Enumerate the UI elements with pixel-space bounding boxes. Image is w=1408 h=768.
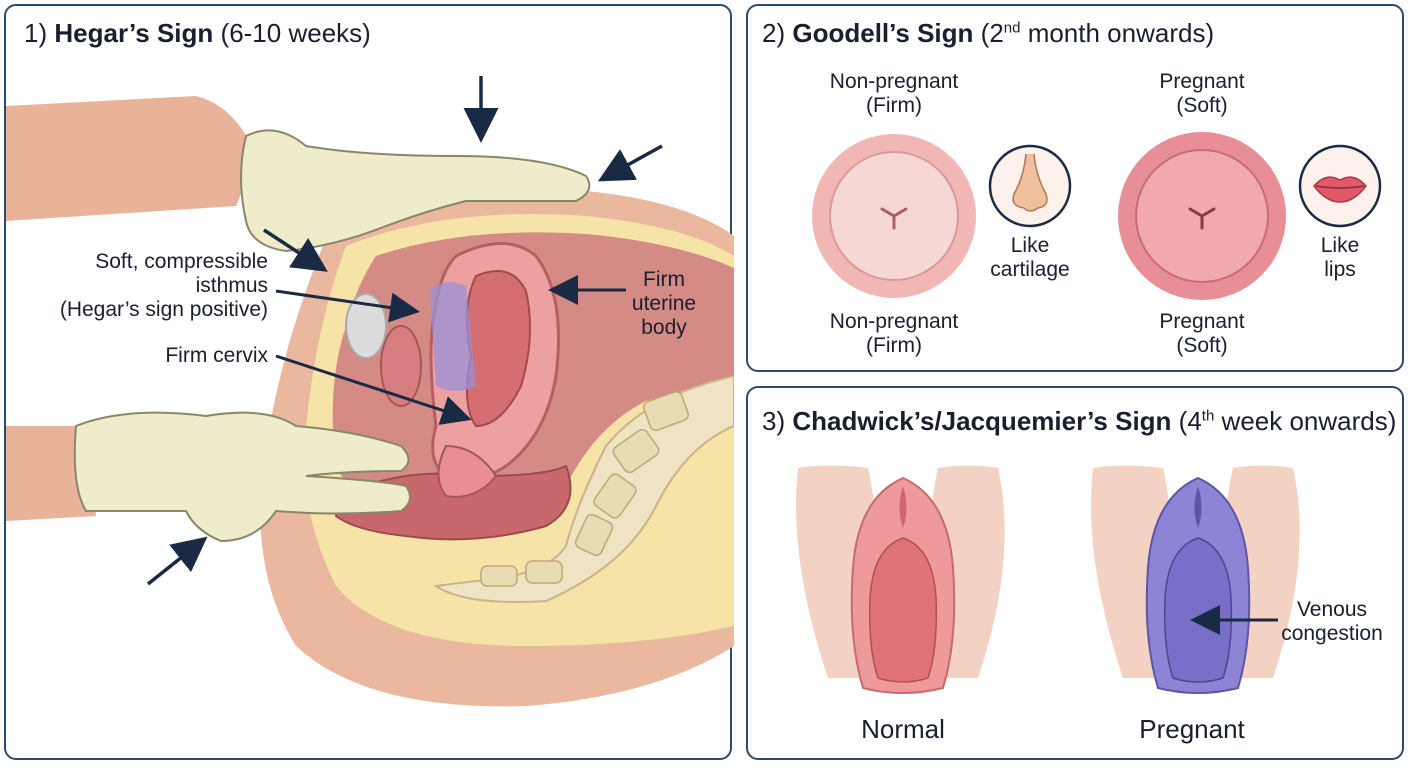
lower-press-arrow [146, 536, 208, 586]
cervix-pointer [275, 354, 472, 425]
isthmus-band [430, 282, 476, 391]
isthmus-label: Soft, compressible isthmus (Hegar’s sign… [59, 250, 268, 321]
lower-glove [73, 411, 411, 543]
nose-icon [988, 144, 1072, 228]
cervix-pregnant [1118, 132, 1286, 300]
uterine-body-label: Firm uterine body [631, 268, 697, 339]
chadwick-illustration [796, 465, 1300, 694]
vulva-pregnant [1091, 465, 1300, 694]
upper-glove [240, 129, 591, 253]
goodell-title: 2) Goodell’s Sign (2nd month onwards) [762, 18, 1215, 48]
lower-arm [6, 426, 96, 521]
lips-icon [1298, 144, 1382, 228]
normal-label: Normal [861, 714, 945, 744]
cervix-label: Firm cervix [165, 344, 268, 367]
nonpregnant-bottom-label: Non-pregnant(Firm) [829, 310, 959, 357]
right-press-arrow [597, 144, 663, 182]
pregnant-label: Pregnant [1139, 714, 1245, 744]
chadwick-title: 3) Chadwick’s/Jacquemier’s Sign (4th wee… [762, 406, 1397, 436]
isthmus-pointer [275, 289, 420, 323]
chadwick-panel: 3) Chadwick’s/Jacquemier’s Sign (4th wee… [746, 386, 1404, 760]
hegar-panel: 1) Hegar’s Sign (6-10 weeks) [4, 4, 734, 760]
hegar-illustration [6, 76, 734, 707]
pregnant-top-label: Pregnant(Soft) [1159, 70, 1245, 117]
side-press-arrow [263, 228, 328, 272]
bladder [345, 293, 387, 359]
goodell-panel: 2) Goodell’s Sign (2nd month onwards) No… [746, 4, 1404, 372]
hegar-title: 1) Hegar’s Sign (6-10 weeks) [24, 18, 371, 48]
cervix [437, 444, 498, 498]
pregnant-bottom-label: Pregnant(Soft) [1159, 310, 1245, 357]
goodell-illustration [812, 132, 1382, 300]
upper-arm [6, 96, 256, 221]
spine [433, 374, 734, 603]
vaginal-canal [380, 325, 422, 407]
vulva-normal [796, 465, 1005, 694]
nonpregnant-top-label: Non-pregnant(Firm) [829, 70, 959, 117]
cervix-nonpregnant [812, 134, 976, 298]
